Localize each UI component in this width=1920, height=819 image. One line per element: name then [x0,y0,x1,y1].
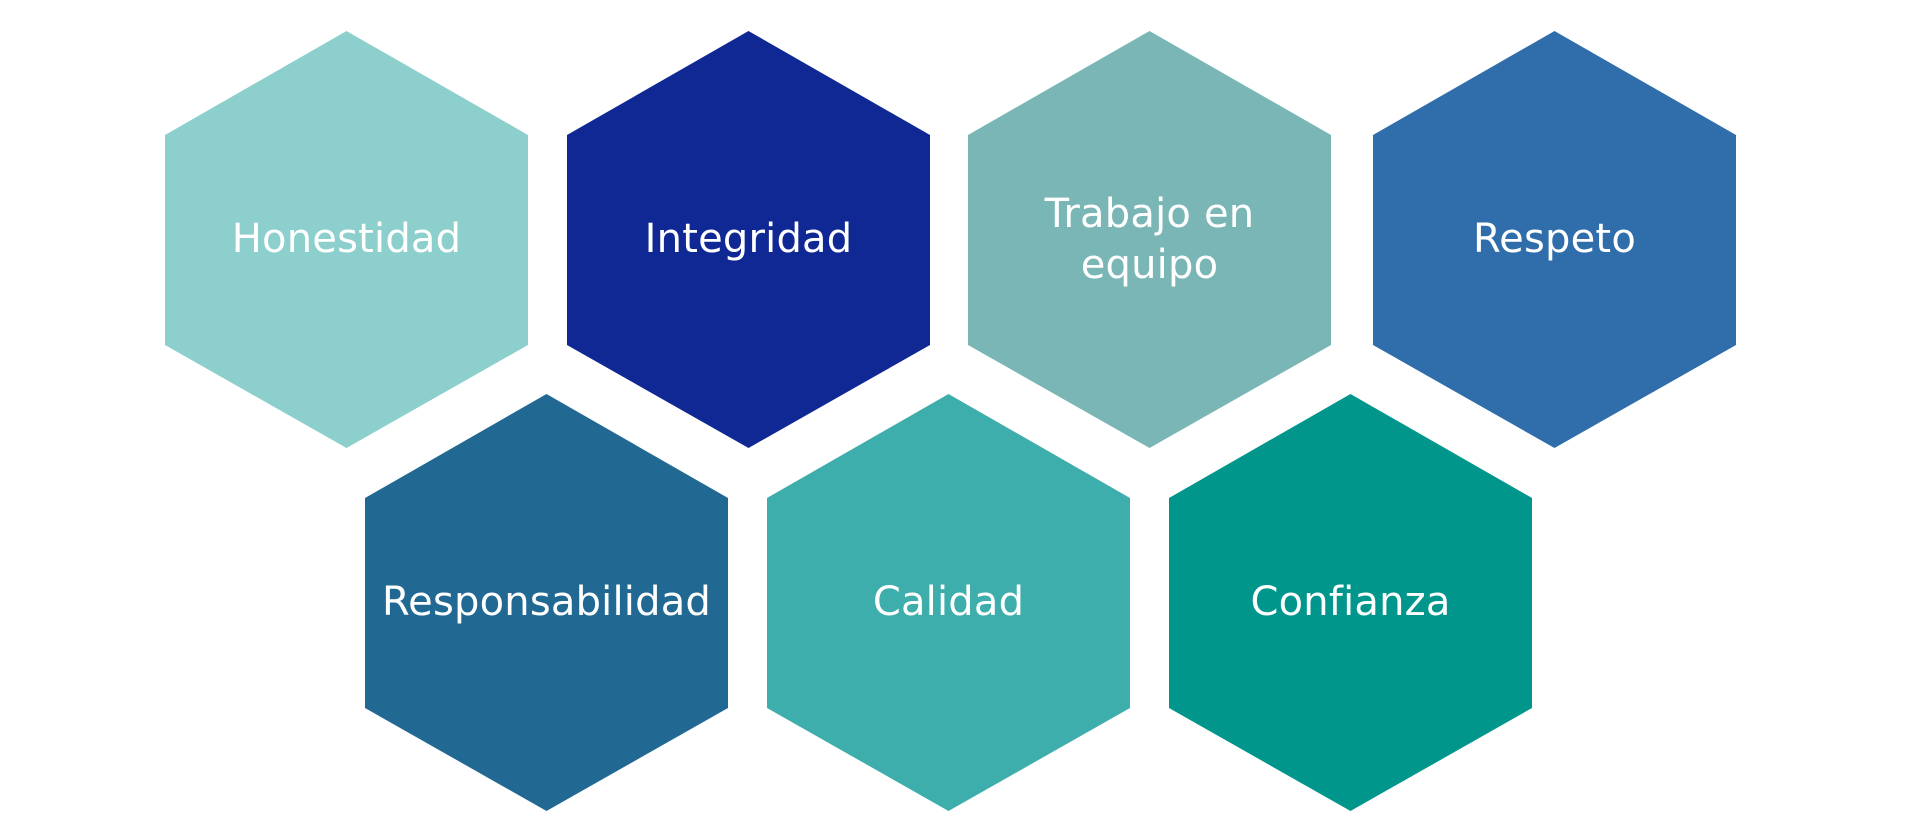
hexagon-label: Trabajo en equipo [1044,190,1255,288]
hexagon-label: Calidad [872,579,1025,625]
hexagon-calidad: Calidad [767,394,1130,811]
hexagon-responsabilidad: Responsabilidad [365,394,728,811]
hexagon-shape [1169,394,1532,811]
hexagon-trabajo-en-equipo: Trabajo en equipo [968,31,1331,448]
hexagon-shape [165,31,528,448]
hexagon-integridad: Integridad [567,31,930,448]
hexagon-label: Responsabilidad [381,579,712,625]
hexagon-shape [968,31,1331,448]
hexagon-shape [567,31,930,448]
hexagon-shape [365,394,728,811]
hexagon-honestidad: Honestidad [165,31,528,448]
hexagon-respeto: Respeto [1373,31,1736,448]
hexagon-shape [767,394,1130,811]
hexagon-shape [1373,31,1736,448]
hexagon-confianza: Confianza [1169,394,1532,811]
hexagon-label: Integridad [644,216,853,262]
hexagon-label: Confianza [1250,579,1451,625]
hexagon-label: Respeto [1472,216,1636,262]
hexagon-label: Honestidad [231,216,462,262]
